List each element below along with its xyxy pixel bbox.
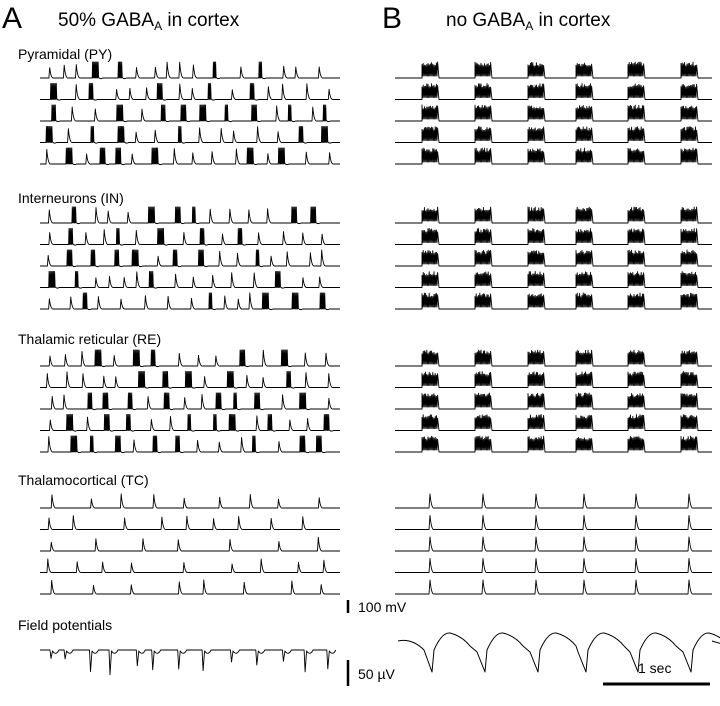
trace-a-3-4 bbox=[40, 414, 340, 432]
panel-a-traces bbox=[40, 61, 340, 595]
panel-b-title-prefix: no GABA bbox=[446, 10, 526, 31]
trace-b-2-5 bbox=[395, 292, 712, 310]
trace-b-3-5 bbox=[395, 435, 712, 453]
trace-b-2-1 bbox=[395, 206, 712, 224]
trace-a-4-1 bbox=[40, 493, 340, 509]
group-label-tc: Thalamocortical (TC) bbox=[18, 472, 149, 488]
field-potential-trace-a bbox=[40, 649, 337, 676]
voltage-scale-label: 100 mV bbox=[358, 599, 407, 615]
trace-a-4-5 bbox=[40, 579, 340, 595]
trace-a-1-2 bbox=[40, 83, 340, 101]
trace-b-4-3 bbox=[395, 536, 712, 552]
time-scale-label: 1 sec bbox=[638, 660, 672, 676]
trace-b-3-1 bbox=[395, 349, 712, 367]
panel-b-field-potential bbox=[397, 632, 720, 673]
panel-a-letter: A bbox=[2, 2, 23, 35]
panel-a-field-potential bbox=[40, 649, 337, 676]
trace-a-3-3 bbox=[40, 392, 340, 411]
trace-a-2-3 bbox=[40, 249, 340, 268]
trace-b-2-4 bbox=[395, 271, 712, 288]
panel-a-title-suffix: in cortex bbox=[167, 10, 240, 31]
trace-b-1-2 bbox=[395, 83, 712, 100]
trace-a-3-2 bbox=[40, 371, 340, 389]
trace-b-1-1 bbox=[395, 61, 712, 79]
group-label-py: Pyramidal (PY) bbox=[18, 46, 113, 62]
group-label-in: Interneurons (IN) bbox=[18, 190, 124, 206]
trace-a-2-2 bbox=[40, 228, 340, 246]
trace-b-4-5 bbox=[395, 579, 712, 595]
panel-a-title-subscript: A bbox=[154, 19, 163, 33]
trace-a-2-5 bbox=[40, 292, 340, 311]
panel-a-title: 50% GABAA in cortex bbox=[58, 10, 239, 37]
trace-a-1-1 bbox=[40, 61, 340, 80]
panel-b-traces bbox=[395, 61, 712, 595]
panel-b-letter: B bbox=[382, 2, 403, 35]
trace-a-1-5 bbox=[40, 147, 340, 166]
panel-b-title-subscript: A bbox=[525, 19, 534, 33]
trace-b-4-1 bbox=[395, 493, 712, 509]
trace-b-1-3 bbox=[395, 104, 712, 122]
field-scale-label: 50 µV bbox=[358, 666, 395, 682]
trace-b-3-2 bbox=[395, 371, 712, 388]
trace-a-1-3 bbox=[40, 104, 340, 123]
trace-b-4-2 bbox=[395, 515, 712, 530]
trace-b-1-5 bbox=[395, 147, 712, 165]
panel-b-title-suffix: in cortex bbox=[538, 10, 611, 31]
trace-b-1-4 bbox=[395, 126, 712, 143]
trace-a-4-3 bbox=[40, 536, 340, 552]
trace-b-3-4 bbox=[395, 414, 712, 431]
panel-b-title: no GABAA in cortex bbox=[446, 10, 610, 37]
trace-a-2-4 bbox=[40, 271, 340, 289]
trace-b-3-3 bbox=[395, 392, 712, 410]
trace-a-1-4 bbox=[40, 126, 340, 144]
panel-a-title-prefix: 50% GABA bbox=[58, 10, 155, 31]
trace-a-2-1 bbox=[40, 206, 340, 225]
field-potentials-label: Field potentials bbox=[18, 617, 113, 633]
trace-a-3-1 bbox=[40, 349, 340, 368]
trace-b-2-2 bbox=[395, 228, 712, 245]
trace-b-4-4 bbox=[395, 558, 712, 573]
trace-a-4-4 bbox=[40, 558, 340, 574]
trace-a-3-5 bbox=[40, 435, 340, 454]
field-potential-trace-b bbox=[397, 632, 720, 673]
group-label-re: Thalamic reticular (RE) bbox=[18, 331, 162, 347]
trace-b-2-3 bbox=[395, 249, 712, 267]
trace-a-4-2 bbox=[40, 515, 340, 530]
